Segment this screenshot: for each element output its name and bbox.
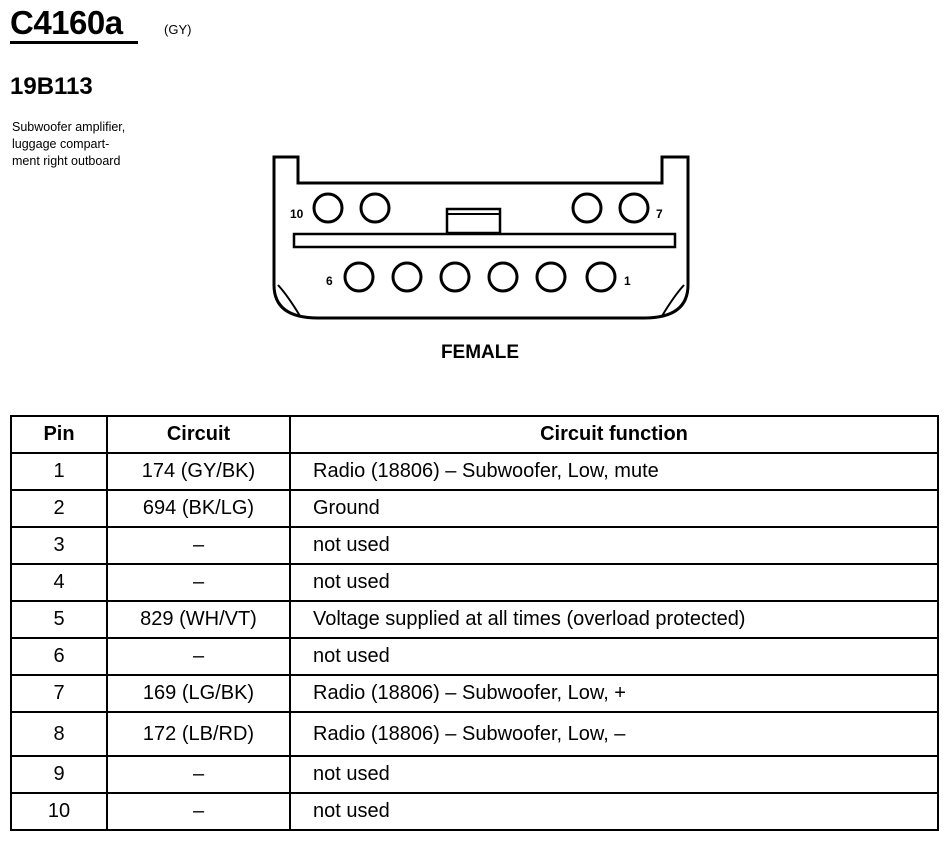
- connector-description: Subwoofer amplifier, luggage compart- me…: [12, 119, 202, 170]
- description-line: Subwoofer amplifier,: [12, 120, 126, 134]
- pin-cavity-7: [618, 192, 650, 224]
- cell-circuit: –: [106, 526, 291, 565]
- cell-circuit: 829 (WH/VT): [106, 600, 291, 639]
- locking-tab: [445, 207, 502, 235]
- cell-circuit: 694 (BK/LG): [106, 489, 291, 528]
- cell-function: Radio (18806) – Subwoofer, Low, +: [289, 674, 939, 713]
- cell-pin: 6: [10, 637, 108, 676]
- table-row: 7 169 (LG/BK) Radio (18806) – Subwoofer,…: [10, 674, 939, 713]
- cell-circuit: –: [106, 792, 291, 831]
- table-row: 6 – not used: [10, 637, 939, 676]
- pin-cavity-9: [359, 192, 391, 224]
- table-row: 8 172 (LB/RD) Radio (18806) – Subwoofer,…: [10, 711, 939, 757]
- table-row: 3 – not used: [10, 526, 939, 565]
- cell-function: Voltage supplied at all times (overload …: [289, 600, 939, 639]
- pin-cavity-2: [535, 261, 567, 293]
- cell-circuit: –: [106, 637, 291, 676]
- cell-pin: 1: [10, 452, 108, 491]
- cell-function: not used: [289, 637, 939, 676]
- color-code: (GY): [164, 22, 192, 37]
- cell-function: not used: [289, 792, 939, 831]
- table-row: 5 829 (WH/VT) Voltage supplied at all ti…: [10, 600, 939, 639]
- pin-cavity-8: [571, 192, 603, 224]
- pin-label-10: 10: [290, 207, 304, 221]
- pin-cavity-3: [487, 261, 519, 293]
- pin-label-1: 1: [624, 274, 631, 288]
- table-row: 4 – not used: [10, 563, 939, 602]
- polarization-bar: [292, 232, 677, 249]
- cell-pin: 8: [10, 711, 108, 757]
- cell-pin: 5: [10, 600, 108, 639]
- pin-label-7: 7: [656, 207, 663, 221]
- cell-pin: 4: [10, 563, 108, 602]
- table-row: 9 – not used: [10, 755, 939, 794]
- cell-circuit: –: [106, 755, 291, 794]
- part-number: 19B113: [10, 73, 93, 100]
- housing-corner-left: [277, 284, 301, 317]
- description-line: luggage compart-: [12, 137, 110, 151]
- cell-function: not used: [289, 755, 939, 794]
- cell-circuit: –: [106, 563, 291, 602]
- pin-cavity-1: [585, 261, 617, 293]
- cell-function: Radio (18806) – Subwoofer, Low, mute: [289, 452, 939, 491]
- pin-label-6: 6: [326, 274, 333, 288]
- table-header-row: Pin Circuit Circuit function: [10, 415, 939, 454]
- header-function: Circuit function: [289, 415, 939, 454]
- cell-pin: 2: [10, 489, 108, 528]
- connector-housing-outline: [272, 155, 690, 320]
- cell-function: not used: [289, 526, 939, 565]
- pin-cavity-5: [391, 261, 423, 293]
- pin-cavity-6: [343, 261, 375, 293]
- cell-function: Radio (18806) – Subwoofer, Low, –: [289, 711, 939, 757]
- connector-id: C4160a: [10, 4, 123, 41]
- housing-corner-right: [661, 284, 685, 317]
- pin-cavity-4: [439, 261, 471, 293]
- cell-function: Ground: [289, 489, 939, 528]
- table-row: 10 – not used: [10, 792, 939, 831]
- cell-circuit: 169 (LG/BK): [106, 674, 291, 713]
- description-line: ment right outboard: [12, 154, 121, 168]
- connector-id-underline: [10, 41, 138, 44]
- connector-face-diagram: 10 7 6 1: [272, 155, 690, 320]
- cell-circuit: 172 (LB/RD): [106, 711, 291, 757]
- diagram-caption: FEMALE: [440, 342, 520, 363]
- cell-pin: 3: [10, 526, 108, 565]
- cell-pin: 9: [10, 755, 108, 794]
- cell-function: not used: [289, 563, 939, 602]
- cell-circuit: 174 (GY/BK): [106, 452, 291, 491]
- header-circuit: Circuit: [106, 415, 291, 454]
- cell-pin: 10: [10, 792, 108, 831]
- pin-cavity-10: [312, 192, 344, 224]
- table-row: 2 694 (BK/LG) Ground: [10, 489, 939, 528]
- pin-table: Pin Circuit Circuit function 1 174 (GY/B…: [10, 415, 939, 831]
- header-pin: Pin: [10, 415, 108, 454]
- table-row: 1 174 (GY/BK) Radio (18806) – Subwoofer,…: [10, 452, 939, 491]
- cell-pin: 7: [10, 674, 108, 713]
